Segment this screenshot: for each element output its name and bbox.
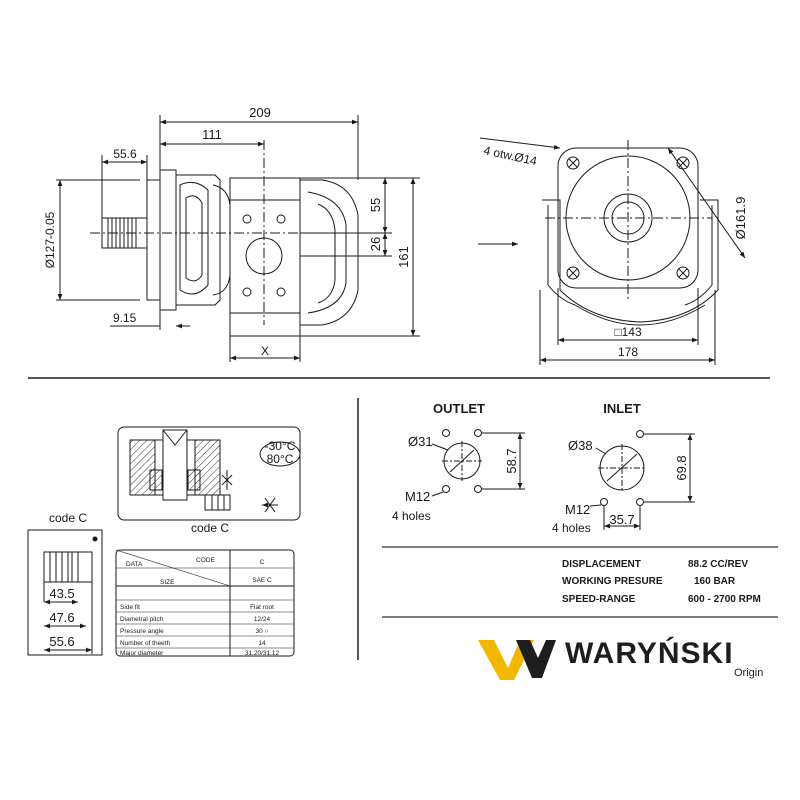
dividers bbox=[28, 377, 770, 660]
shaft-dim-a: 43.5 bbox=[49, 586, 74, 601]
table-row-label: Side fit bbox=[120, 604, 140, 611]
spec-label-speed: SPEED-RANGE bbox=[562, 594, 636, 605]
table-row-label: Major diameter bbox=[120, 650, 164, 657]
shaft-detail-caption: code C bbox=[49, 511, 87, 525]
table-row-label: Pressure angle bbox=[120, 628, 164, 635]
inlet-title: INLET bbox=[603, 401, 641, 416]
front-view bbox=[478, 137, 746, 365]
table-size-value: SAE C bbox=[252, 577, 272, 584]
spec-value-displacement: 88.2 CC/REV bbox=[688, 559, 748, 570]
inlet-spacing-vertical: 69.8 bbox=[674, 455, 689, 480]
inlet-holes: 4 holes bbox=[552, 521, 591, 535]
seal-detail-labels: -30°C 80°C code C bbox=[191, 439, 296, 535]
brand-tagline: Origin bbox=[734, 667, 763, 679]
overall-width-label: 178 bbox=[618, 345, 638, 359]
shaft-detail bbox=[27, 529, 103, 656]
x-dimension-label: X bbox=[261, 344, 269, 358]
outlet-port-diameter: Ø31 bbox=[408, 434, 433, 449]
overall-length-label: 209 bbox=[249, 105, 271, 120]
brand-name: WARYŃSKI bbox=[565, 636, 734, 670]
inlet-spacing-horizontal: 35.7 bbox=[609, 512, 634, 527]
overall-height-label: 161 bbox=[396, 246, 411, 268]
seal-detail bbox=[117, 426, 301, 521]
spec-value-pressure: 160 BAR bbox=[694, 576, 736, 587]
flange-thickness-label: 9.15 bbox=[113, 311, 137, 325]
table-row-value: 12/24 bbox=[254, 616, 271, 623]
inlet-thread: M12 bbox=[565, 502, 590, 517]
spec-label-pressure: WORKING PRESURE bbox=[562, 576, 663, 587]
table-header-data: DATA bbox=[126, 561, 143, 568]
pilot-diameter-label: Ø127-0.05 bbox=[43, 211, 57, 268]
table-row-label: Number of theeth bbox=[120, 640, 171, 647]
table-row-value: Flat root bbox=[250, 604, 274, 611]
logo-mark-icon bbox=[478, 640, 534, 680]
outlet-spacing: 58.7 bbox=[504, 448, 519, 473]
shaft-detail-labels: code C 43.5 47.6 55.6 bbox=[49, 511, 87, 649]
upper-height-label: 55 bbox=[368, 198, 383, 212]
center-offset-label: 111 bbox=[202, 127, 222, 142]
spec-value-speed: 600 - 2700 RPM bbox=[688, 594, 761, 605]
table-header-code: CODE bbox=[196, 557, 215, 564]
bolt-circle-label: Ø161.9 bbox=[733, 197, 748, 240]
outlet-labels: OUTLET Ø31 58.7 M12 4 holes bbox=[392, 401, 519, 523]
inlet-labels: INLET Ø38 69.8 35.7 M12 4 holes bbox=[552, 401, 689, 535]
shaft-length-label: 55.6 bbox=[113, 147, 137, 161]
spline-table-text: CODE DATA SIZE C SAE C Side fit Flat roo… bbox=[120, 557, 280, 657]
brand-logo: WARYŃSKI Origin bbox=[478, 636, 763, 680]
table-row-value: 31.20/31.12 bbox=[245, 650, 280, 657]
side-view bbox=[56, 115, 420, 362]
inlet-diagram bbox=[589, 430, 695, 530]
outlet-diagram bbox=[431, 429, 525, 497]
outlet-thread: M12 bbox=[405, 489, 430, 504]
spline-table bbox=[115, 549, 295, 657]
port-offset-label: 26 bbox=[368, 237, 383, 251]
inlet-port-diameter: Ø38 bbox=[568, 438, 593, 453]
seal-detail-caption: code C bbox=[191, 521, 229, 535]
temperature-low-label: -30°C bbox=[265, 439, 296, 453]
mount-holes-label: 4 otw.Ø14 bbox=[482, 143, 538, 168]
spec-rules bbox=[382, 546, 778, 618]
table-row-value: 30 ○ bbox=[256, 628, 269, 635]
shaft-dim-b: 47.6 bbox=[49, 610, 74, 625]
shaft-dim-c: 55.6 bbox=[49, 634, 74, 649]
table-code-value: C bbox=[260, 559, 265, 566]
outlet-title: OUTLET bbox=[433, 401, 485, 416]
side-view-labels: 209 111 55.6 Ø127-0.05 55 26 161 9.15 X bbox=[43, 105, 411, 358]
spec-label-displacement: DISPLACEMENT bbox=[562, 559, 641, 570]
logo-mark-icon bbox=[516, 640, 556, 678]
table-row-value: 14 bbox=[258, 640, 266, 647]
table-header-size: SIZE bbox=[160, 579, 175, 586]
flange-square-label: □143 bbox=[614, 325, 642, 339]
front-view-labels: 4 otw.Ø14 Ø161.9 □143 178 bbox=[482, 143, 748, 359]
table-row-label: Diametral pitch bbox=[120, 616, 164, 623]
temperature-high-label: 80°C bbox=[267, 452, 294, 466]
specs-panel: DISPLACEMENT 88.2 CC/REV WORKING PRESURE… bbox=[562, 559, 761, 605]
outlet-holes: 4 holes bbox=[392, 509, 431, 523]
